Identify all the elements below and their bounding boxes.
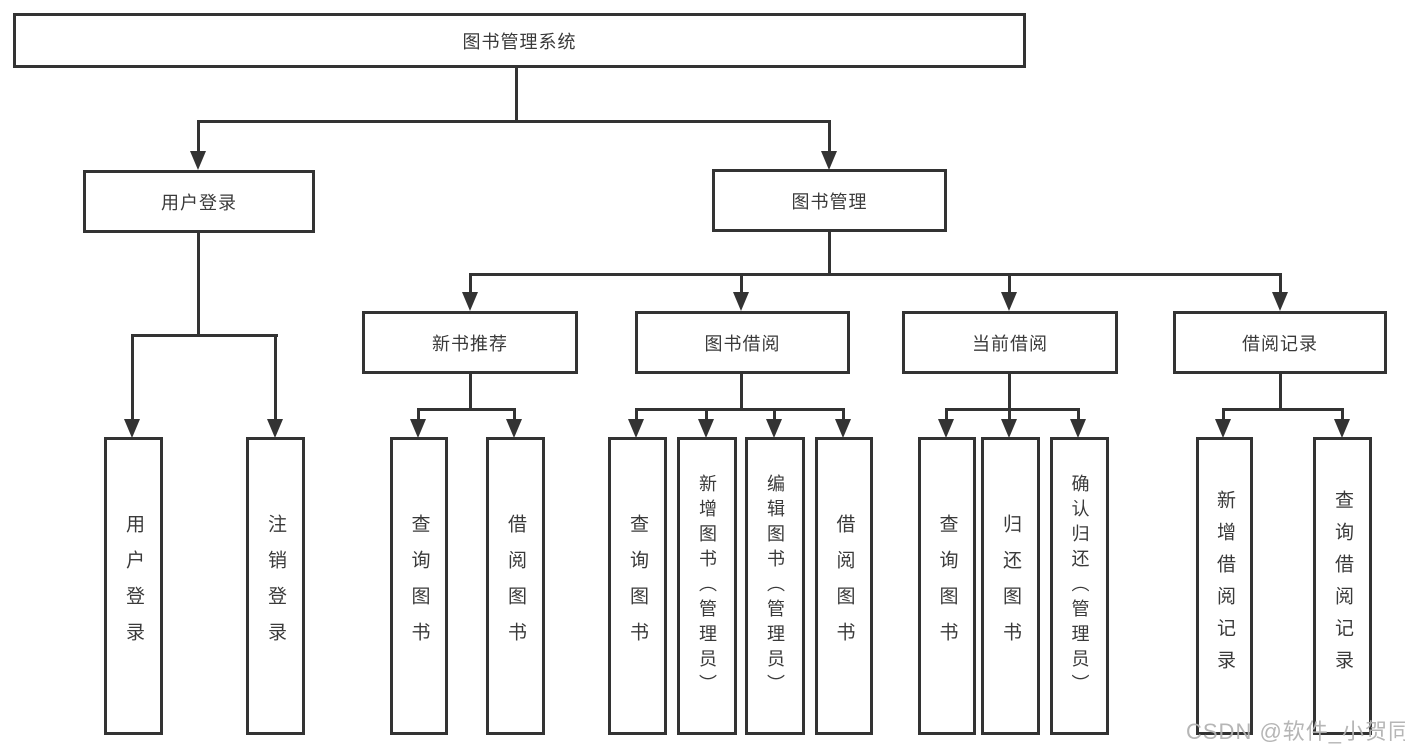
arrowhead-down-icon <box>267 419 283 438</box>
connector-drop-leaf <box>773 408 776 421</box>
leaf-return-books-label: 归还图书 <box>1000 514 1021 658</box>
leaf-add-borrow-record-label: 新增借阅记录 <box>1214 490 1235 682</box>
node-book-borrow-label: 图书借阅 <box>704 333 781 354</box>
node-borrow-record-label: 借阅记录 <box>1242 333 1318 354</box>
connector-book-management-stem <box>828 232 831 275</box>
arrowhead-down-icon <box>410 419 426 438</box>
connector-drop-user-login <box>197 120 200 154</box>
node-new-book-recommend: 新书推荐 <box>362 311 578 374</box>
leaf-query-books-label: 查询图书 <box>408 514 430 658</box>
connector-group-splitter <box>636 408 845 411</box>
connector-drop-leaf <box>1341 408 1344 421</box>
leaf-query-books: 查询图书 <box>608 437 667 735</box>
arrowhead-down-icon <box>506 419 522 438</box>
connector-group-stem <box>740 374 743 410</box>
leaf-user-login-label: 用户登录 <box>123 514 144 658</box>
connector-drop-leaf <box>1077 408 1080 421</box>
node-book-management: 图书管理 <box>712 169 947 232</box>
arrowhead-down-icon <box>1215 419 1231 438</box>
connector-drop-leaf <box>1222 408 1225 421</box>
arrowhead-down-icon <box>835 419 851 438</box>
connector-group-stem <box>1279 374 1282 410</box>
node-borrow-record: 借阅记录 <box>1173 311 1387 374</box>
arrowhead-down-icon <box>821 151 837 170</box>
connector-user-login-splitter <box>132 334 278 337</box>
connector-drop-leaf <box>1008 408 1011 421</box>
connector-drop-leaf <box>635 408 638 421</box>
connector-drop-leaf <box>274 334 277 421</box>
leaf-user-login: 用户登录 <box>104 437 163 735</box>
leaf-edit-books-admin-label: 编辑图书（管理员） <box>765 473 785 699</box>
node-user-login-label: 用户登录 <box>161 192 237 213</box>
arrowhead-down-icon <box>1334 419 1350 438</box>
connector-root-stem <box>515 68 518 122</box>
connector-group-splitter <box>418 408 516 411</box>
connector-level3-splitter <box>469 273 1282 276</box>
leaf-query-books: 查询图书 <box>390 437 448 735</box>
arrowhead-down-icon <box>1070 419 1086 438</box>
connector-drop-leaf <box>705 408 708 421</box>
arrowhead-down-icon <box>698 419 714 438</box>
arrowhead-down-icon <box>124 419 140 438</box>
leaf-borrow-books-label: 借阅图书 <box>505 514 526 658</box>
leaf-return-books: 归还图书 <box>981 437 1040 735</box>
arrowhead-down-icon <box>1272 292 1288 311</box>
leaf-borrow-books-label: 借阅图书 <box>833 514 855 658</box>
connector-drop-level3 <box>1279 273 1282 295</box>
leaf-query-borrow-record-label: 查询借阅记录 <box>1332 490 1353 682</box>
node-new-book-recommend-label: 新书推荐 <box>432 333 508 354</box>
leaf-query-books-label: 查询图书 <box>627 514 648 658</box>
connector-drop-book-management <box>828 120 831 154</box>
connector-drop-leaf <box>513 408 516 421</box>
arrowhead-down-icon <box>1001 419 1017 438</box>
connector-drop-level3 <box>469 273 472 295</box>
connector-drop-level3 <box>1008 273 1011 295</box>
leaf-query-books: 查询图书 <box>918 437 976 735</box>
arrowhead-down-icon <box>1001 292 1017 311</box>
leaf-add-books-admin: 新增图书（管理员） <box>677 437 737 735</box>
leaf-query-books-label: 查询图书 <box>936 514 958 658</box>
arrowhead-down-icon <box>766 419 782 438</box>
leaf-add-borrow-record: 新增借阅记录 <box>1196 437 1253 735</box>
connector-level2-splitter <box>197 120 831 123</box>
node-book-management-label: 图书管理 <box>791 191 868 212</box>
leaf-edit-books-admin: 编辑图书（管理员） <box>745 437 805 735</box>
leaf-query-borrow-record: 查询借阅记录 <box>1313 437 1372 735</box>
connector-group-splitter <box>1223 408 1343 411</box>
connector-group-stem <box>1008 374 1011 410</box>
connector-drop-leaf <box>945 408 948 421</box>
watermark: CSDN @软件_小贺同学 <box>1186 719 1405 744</box>
leaf-borrow-books: 借阅图书 <box>486 437 545 735</box>
connector-drop-leaf <box>417 408 420 421</box>
arrowhead-down-icon <box>628 419 644 438</box>
node-root-system: 图书管理系统 <box>13 13 1026 68</box>
arrowhead-down-icon <box>938 419 954 438</box>
arrowhead-down-icon <box>190 151 206 170</box>
connector-group-stem <box>469 374 472 410</box>
leaf-logout-login: 注销登录 <box>246 437 305 735</box>
leaf-confirm-return-admin-label: 确认归还（管理员） <box>1069 473 1090 699</box>
leaf-borrow-books: 借阅图书 <box>815 437 873 735</box>
connector-drop-leaf <box>131 334 134 421</box>
arrowhead-down-icon <box>462 292 478 311</box>
leaf-add-books-admin-label: 新增图书（管理员） <box>697 473 717 699</box>
connector-user-login-stem <box>197 233 200 336</box>
node-current-borrow: 当前借阅 <box>902 311 1118 374</box>
leaf-logout-login-label: 注销登录 <box>265 514 286 658</box>
node-book-borrow: 图书借阅 <box>635 311 850 374</box>
connector-group-splitter <box>946 408 1080 411</box>
node-current-borrow-label: 当前借阅 <box>972 333 1048 354</box>
connector-drop-level3 <box>740 273 743 295</box>
connector-drop-leaf <box>842 408 845 421</box>
node-user-login: 用户登录 <box>83 170 315 233</box>
node-root-label: 图书管理系统 <box>462 31 577 52</box>
arrowhead-down-icon <box>733 292 749 311</box>
leaf-confirm-return-admin: 确认归还（管理员） <box>1050 437 1109 735</box>
